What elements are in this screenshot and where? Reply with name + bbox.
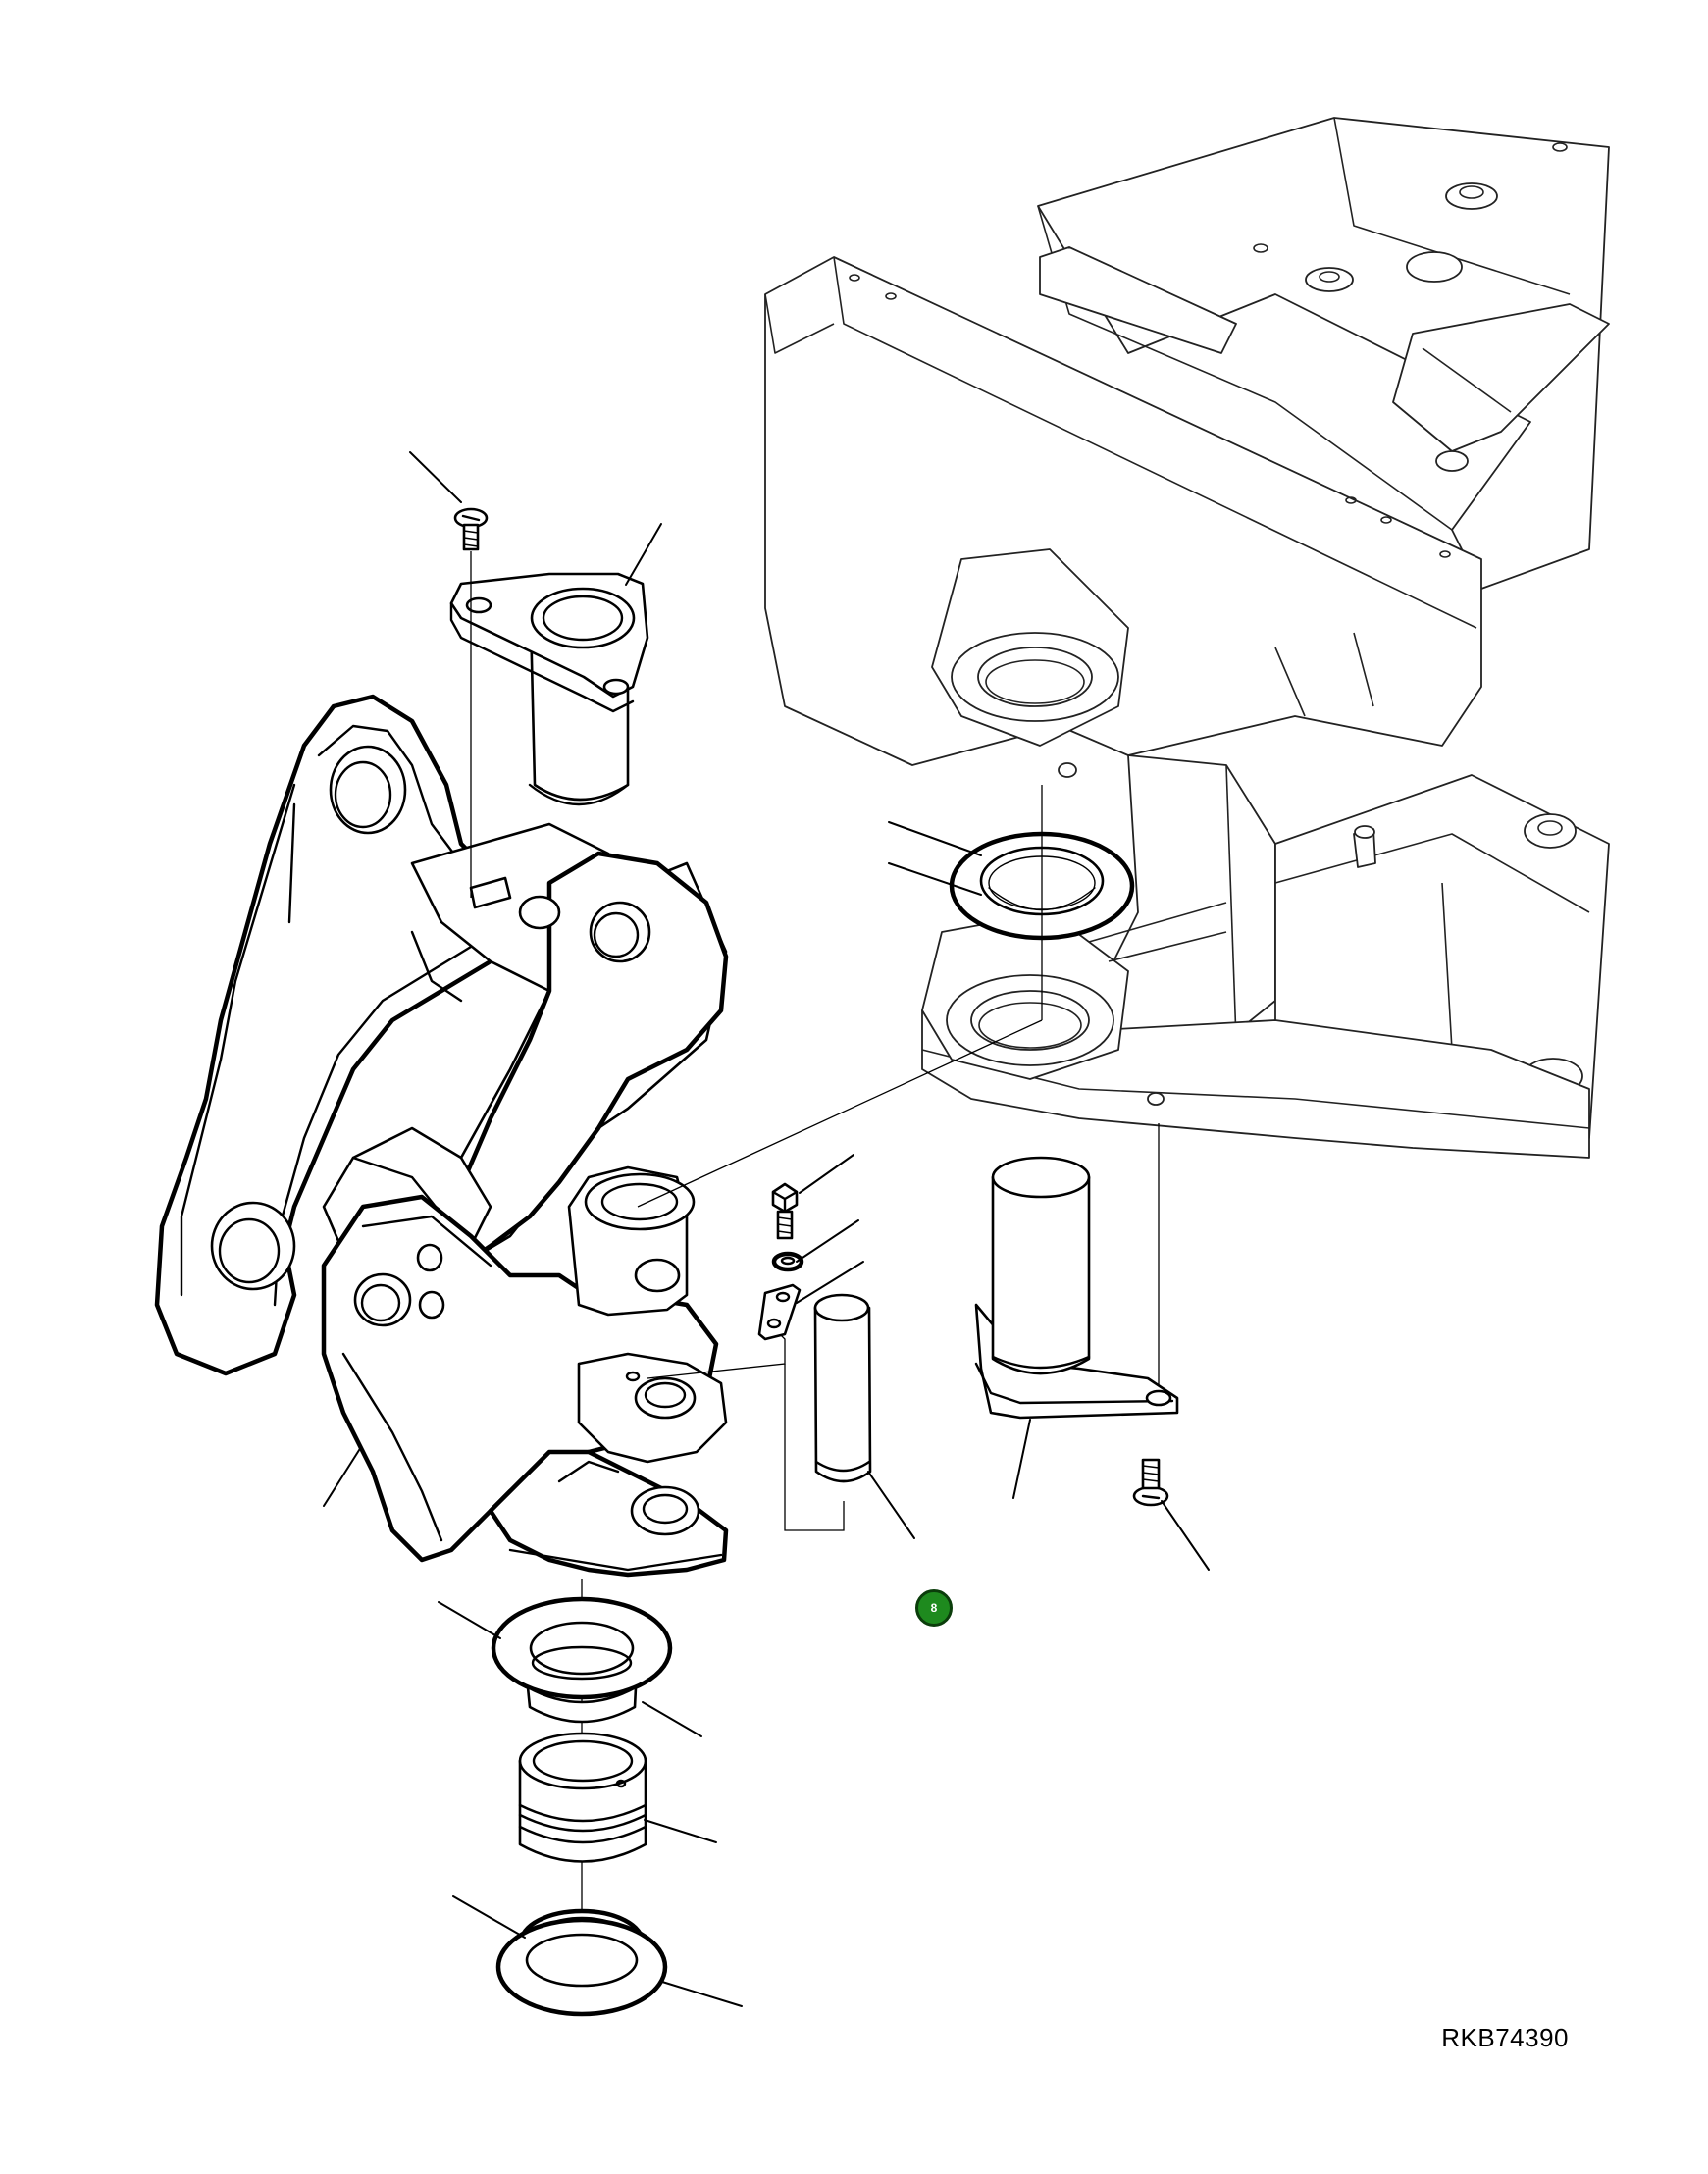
stop-bolt bbox=[771, 1182, 799, 1240]
upper-cap-screw bbox=[453, 507, 489, 551]
roller-bearing bbox=[518, 1732, 647, 1863]
steering-stop-pin bbox=[813, 1293, 872, 1483]
stop-washer bbox=[771, 1251, 804, 1272]
lower-dust-washer bbox=[495, 1917, 668, 2017]
axle-frame-assembly bbox=[764, 117, 1610, 1159]
note-marker-label: 8 bbox=[930, 1601, 938, 1615]
lower-cap-screw bbox=[1132, 1458, 1169, 1507]
callout-leader-lines bbox=[323, 451, 1210, 2007]
stop-plate bbox=[757, 1283, 802, 1341]
figure-reference-code: RKB74390 bbox=[1441, 2023, 1569, 2052]
upper-bearing-cup bbox=[491, 1596, 673, 1724]
note-marker-badge[interactable]: 8 bbox=[915, 1589, 953, 1627]
lower-king-pin bbox=[991, 1156, 1091, 1375]
steering-knuckle bbox=[154, 694, 729, 1578]
upper-pin-cap-plate bbox=[449, 572, 649, 713]
